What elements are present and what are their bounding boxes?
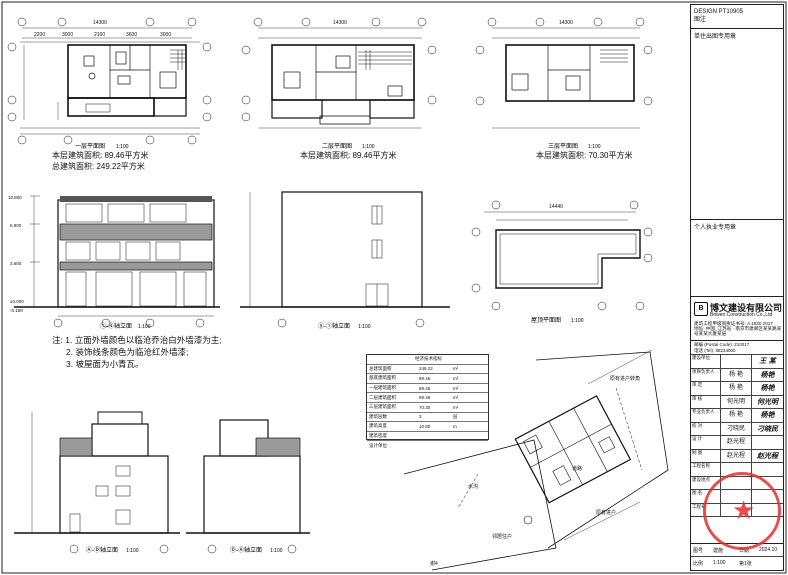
svg-text:14300: 14300 [333, 20, 347, 26]
svg-text:邻居住户: 邻居住户 [492, 533, 512, 540]
company-name-en: Bowen Construction Co.,Ltd [710, 312, 773, 318]
personal-stamp-box: 个人执业专用章 [691, 220, 783, 297]
floor1-scale: 1:100 [116, 144, 129, 150]
title-block: DESIGN PT10905 图注 单住出图专用章 个人执业专用章 B 博文建设… [690, 4, 784, 571]
svg-text:3600: 3600 [126, 32, 137, 38]
back-elevation-title: Ⓐ-Ⓓ轴立面 [86, 546, 118, 554]
svg-text:-0.150: -0.150 [10, 308, 23, 313]
floor1-plan: 14300 2200 3000 2100 3600 3000 [7, 17, 212, 145]
svg-text:6.900: 6.900 [10, 223, 22, 228]
company-name: 博文建设有限公司 [710, 303, 783, 313]
floor1-title: 一层平面图 [75, 143, 105, 150]
company-logo-icon: B [694, 302, 708, 316]
svg-text:道路: 道路 [572, 465, 582, 472]
svg-text:2100: 2100 [94, 32, 105, 38]
svg-text:±0.000: ±0.000 [10, 299, 24, 304]
roof-plan: 14440 [471, 200, 653, 311]
table-row: 建设单位王 某 [691, 355, 783, 369]
table-row: 建筑密度 [367, 432, 488, 442]
floor2-title: 二层平面图 [322, 143, 352, 150]
company-block: B 博文建设有限公司 Bowen Construction Co.,Ltd 建筑… [691, 297, 783, 341]
roof-scale: 1:100 [571, 318, 584, 324]
side-elevation-title: ⑤-①轴立面 [318, 322, 350, 330]
company-license: 建筑工程甲级资质证书号: A 1530 2017 地址: 中国, 江苏省 · 南… [694, 321, 782, 336]
back-elevation [14, 411, 180, 554]
unit-stamp-box: 单住出图专用章 [691, 29, 783, 220]
floor2-scale: 1:100 [362, 144, 375, 150]
side2-elevation-scale: 1:100 [270, 548, 283, 554]
floor3-plan: 14300 [475, 17, 653, 129]
side2-elevation-title: Ⓓ-Ⓐ轴立面 [230, 546, 262, 554]
table-row: 项目负责人杨 艳杨艳 [691, 368, 783, 382]
back-elevation-scale: 1:100 [126, 548, 139, 554]
table-row: 审 定杨 艳杨艳 [691, 382, 783, 396]
company-contact: 邮编 (Postal Code): 210017 电话 (Tel): 88234… [691, 341, 783, 355]
svg-text:原有进户转角: 原有进户转角 [610, 375, 640, 382]
front-elevation [14, 195, 220, 328]
svg-text:3000: 3000 [62, 32, 73, 38]
svg-text:10.800: 10.800 [8, 195, 22, 200]
floor3-area-text: 本层建筑面积: 70.30平方米 [536, 151, 633, 160]
floor3-title: 三层平面图 [548, 143, 578, 150]
svg-text:14440: 14440 [549, 204, 563, 210]
table-row: 专业负责人杨 艳杨艳 [691, 409, 783, 423]
floor2-plan: 14300 [241, 17, 437, 129]
design-label: 图注 [694, 17, 707, 23]
svg-text:14300: 14300 [93, 20, 107, 26]
design-notes: 注: 1. 立面外墙颜色以临沧乔治白外墙漆为主; 2. 装饰线条颜色为临沧红外墙… [52, 335, 222, 369]
side-elevation-scale: 1:100 [358, 324, 371, 330]
table-row: 审 核何光明何光明 [691, 395, 783, 409]
roof-title: 屋顶平面图 [531, 317, 561, 324]
table-row: 设 计赵光程 [691, 436, 783, 450]
table-row: 设计单位 [369, 442, 387, 448]
table-row: 校 对刁晓民刁晓民 [691, 422, 783, 436]
floor2-area-text: 本层建筑面积: 89.46平方米 [300, 151, 397, 160]
design-number: DESIGN PT10905 [694, 9, 744, 15]
svg-text:水沟: 水沟 [468, 483, 478, 490]
company-seal-icon: ★ [703, 472, 781, 550]
side-elevation [240, 191, 450, 328]
front-elevation-title: ①-④轴立面 [100, 322, 132, 330]
svg-text:原有进户: 原有进户 [596, 509, 616, 516]
front-elevation-scale: 1:100 [138, 324, 151, 330]
side2-elevation [186, 419, 310, 554]
svg-text:3.600: 3.600 [10, 261, 22, 266]
svg-text:2200: 2200 [34, 32, 45, 38]
floor3-scale: 1:100 [588, 144, 601, 150]
site-plan [403, 349, 669, 571]
svg-text:14300: 14300 [559, 20, 573, 26]
floor1-area-text: 本层建筑面积: 89.46平方米 总建筑面积: 249.22平方米 [52, 151, 149, 171]
svg-text:谢4: 谢4 [430, 560, 438, 567]
svg-text:3000: 3000 [160, 32, 171, 38]
table-row: 制 图赵光程赵光程 [691, 449, 783, 463]
